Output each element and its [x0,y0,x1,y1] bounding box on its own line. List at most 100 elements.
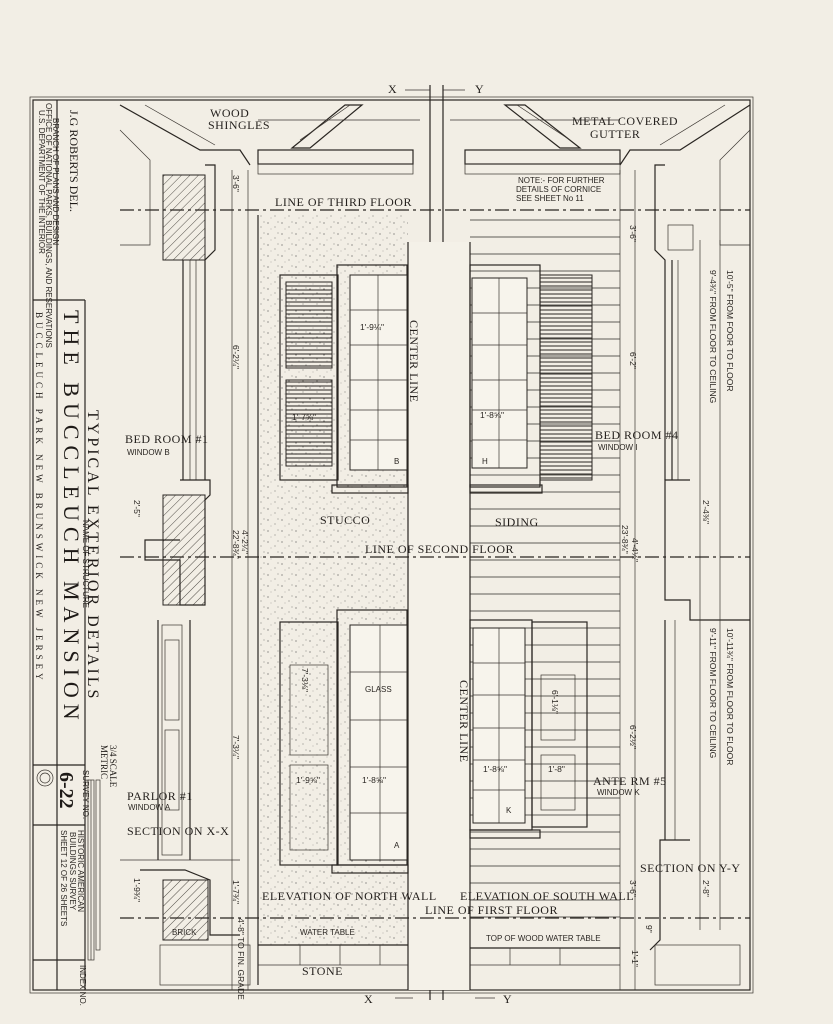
label-center-line-lower: CENTER LINE [457,680,471,763]
dim-right-foot: 1'-1" [630,950,640,967]
dim-shutter-a: 1'-9⅝" [296,775,320,785]
delineator: J.G ROBERTS DEL. [67,110,81,212]
label-siding: SIDING [495,515,539,529]
section-x-x [119,129,251,990]
dim-window-k: 1'-8⅝" [483,764,507,774]
window-a: GLASS A 1'-9⅝" 1'-8⅝" 7'-3⅛" [279,609,409,874]
sheet-title: TYPICAL EXTERIOR DETAILS [84,410,101,701]
metric-label: METRIC [99,745,109,779]
dim-right-total: 23'-8¾" [620,525,630,554]
scale-label: 3/4 SCALE [108,745,118,788]
center-strip [408,242,470,990]
label-window-a: WINDOW A [128,803,171,812]
dim-right-two: 2'-8" [701,880,711,897]
dimensions: 3'-6" 6'-2¼" 22'-8¾" 4'-2¼" 7'-3¼" 2'-5"… [132,175,735,967]
structure-label: NAME OF STRUCTURE [81,520,90,608]
window-k: K 1'-8⅝" 1'-8" 6'-1⅛" [469,619,588,839]
agency-line-3: BRANCH OF PLANS AND DESIGN [51,118,60,245]
survey-no-label: SURVEY NO. [81,770,90,819]
agency-line-2: OFFICE OF NATIONAL PARKS, BUILDINGS, AND… [44,103,53,348]
note-line-3: SEE SHEET No 11 [516,194,584,203]
window-b-label: B [394,457,399,466]
dim-left-upper: 6'-2¼" [231,345,241,369]
dim-window-a: 1'-8⅝" [362,775,386,785]
habs-line-2: BUILDINGS SURVEY [68,832,77,911]
dim-right-nine: 9" [644,925,654,933]
dim-shutter-b: 1'-7⅝" [292,412,316,422]
label-ante-room-5: ANTE RM #5 [593,774,667,788]
label-window-b: WINDOW B [127,448,170,457]
dim-right-base: 3'-6" [628,880,638,897]
dim-window-b: 1'-9¼" [360,322,384,332]
dim-right-sill: 2'-4⅜" [701,500,711,524]
dim-right-upper: 6'-2" [628,352,638,369]
cornice-roof [119,104,751,175]
label-bedroom-4: BED ROOM #4 [595,428,679,442]
window-h: H 1'-8⅝" [469,264,593,494]
index-no-label: INDEX NO. [78,965,87,1006]
label-center-line-upper: CENTER LINE [407,320,421,403]
dim-right-total-2: 4'-4½" [630,538,640,562]
label-wood-water-table: TOP OF WOOD WATER TABLE [486,934,601,943]
label-third-floor: LINE OF THIRD FLOOR [275,195,412,209]
dim-upper-floor-to-floor: 10'-5" FROM FOOR TO FLOOR [725,270,735,391]
dim-right-lower: 6'-2½" [628,725,638,749]
section-mark-y-bottom: Y [503,992,512,1006]
note-line-1: NOTE:- FOR FURTHER [518,176,605,185]
label-first-floor: LINE OF FIRST FLOOR [425,903,558,917]
dim-left-total: 22'-8¾" [231,530,241,559]
section-mark-y-top: Y [475,82,484,96]
dim-upper-floor-to-ceiling: 9'-4¾" FROM FLOOR TO CEILING [708,270,718,403]
dim-shutter-k: 1'-8" [548,764,565,774]
title-block: J.G ROBERTS DEL. U.S. DEPARTMENT OF THE … [33,100,118,1006]
section-mark-x-top: X [388,82,397,96]
survey-no: 6-22 [55,772,77,809]
dim-left-base-2: 1'-7¾" [231,880,241,904]
note-line-2: DETAILS OF CORNICE [516,185,601,194]
dim-lower-floor-to-floor: 10'-11¾" FROM FLOOR TO FLOOR [725,628,735,765]
dim-lower-floor-to-ceiling: 9'-11" FROM FLOOR TO CEILING [708,628,718,758]
agency-line-1: U.S. DEPARTMENT OF THE INTERIOR [37,110,46,254]
label-fin-grade: 4'-8" TO FIN. GRADE [236,918,246,1000]
dim-right-top: 3'-6" [628,225,638,242]
label-elevation-south-wall: ELEVATION OF SOUTH WALL [460,889,634,903]
location: BUCCLEUCH PARK NEW BRUNSWICK NEW JERSEY [34,312,44,684]
section-mark-x-bottom: X [364,992,373,1006]
label-wood-shingles-1: WOOD [210,106,249,120]
glass-label: GLASS [365,685,392,694]
label-stucco: STUCCO [320,513,370,527]
label-bedroom-1: BED ROOM #1 [125,432,209,446]
label-metal-gutter-1: METAL COVERED [572,114,678,128]
scale-bar [87,779,101,961]
label-water-table: WATER TABLE [300,928,355,937]
label-window-i: WINDOW I [598,443,638,452]
label-metal-gutter-2: GUTTER [590,127,640,141]
sheet-border [32,99,751,991]
habs-line-1: HISTORIC AMERICAN [76,830,85,912]
label-window-k: WINDOW K [597,788,640,797]
dim-left-total-2: 4'-2¼" [240,530,250,554]
label-parlor-1: PARLOR #1 [127,789,193,803]
seal-icon [36,769,54,787]
dim-left-sill: 2'-5" [132,500,142,517]
window-h-label: H [482,457,488,466]
label-wood-shingles-2: SHINGLES [208,118,270,132]
label-section-y-y: SECTION ON Y-Y [640,861,741,875]
label-second-floor: LINE OF SECOND FLOOR [365,542,514,556]
dim-window-h: 1'-8⅝" [480,410,504,420]
dim-shutter-k-height: 6'-1⅛" [550,690,560,714]
dim-left-base: 1'-9¾" [132,878,142,902]
dim-left-lower: 7'-3¼" [231,735,241,759]
dim-shutter-a-height: 7'-3⅛" [300,668,310,692]
structure-name: THE BUCCLEUCH MANSION [59,310,84,726]
window-k-label: K [506,806,512,815]
label-brick: BRICK [172,928,197,937]
label-section-x-x: SECTION ON X-X [127,824,229,838]
window-b: B 1'-9¼" 1'-7⅝" [279,264,409,494]
sheet-number: SHEET 12 OF 26 SHEETS [59,830,68,926]
foundation-stone [258,944,620,966]
window-a-label: A [394,841,400,850]
label-elevation-north-wall: ELEVATION OF NORTH WALL [262,889,437,903]
